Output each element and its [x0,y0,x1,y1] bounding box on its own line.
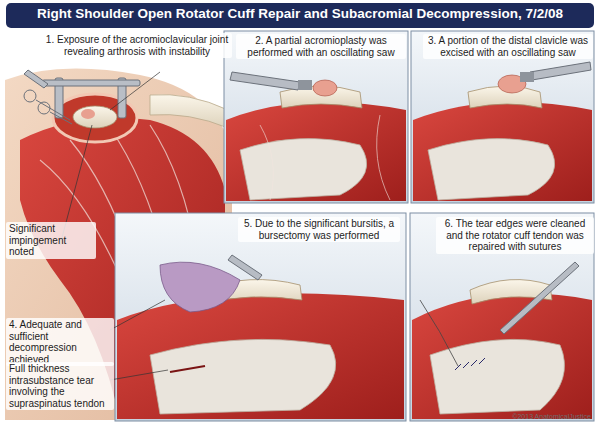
callout-label: 2. A partial acromioplasty was performed… [236,34,406,59]
callout-label: 4. Adequate and sufficient decompression… [6,318,114,366]
callout-label: 3. A portion of the distal clavicle was … [423,34,593,59]
callout-label: Full thickness intrasubstance tear invol… [6,362,114,410]
callout-label: 1. Exposure of the acromioclavicular joi… [42,33,232,58]
callout-label: 5. Due to the significant bursitis, a bu… [238,217,400,242]
watermark: ©2013 AnatomicalJustice [509,412,594,422]
callout-label: Significant impingement noted [6,222,96,259]
callout-label: 6. The tear edges were cleaned and the r… [436,217,594,254]
title-text: Right Shoulder Open Rotator Cuff Repair … [8,6,592,21]
